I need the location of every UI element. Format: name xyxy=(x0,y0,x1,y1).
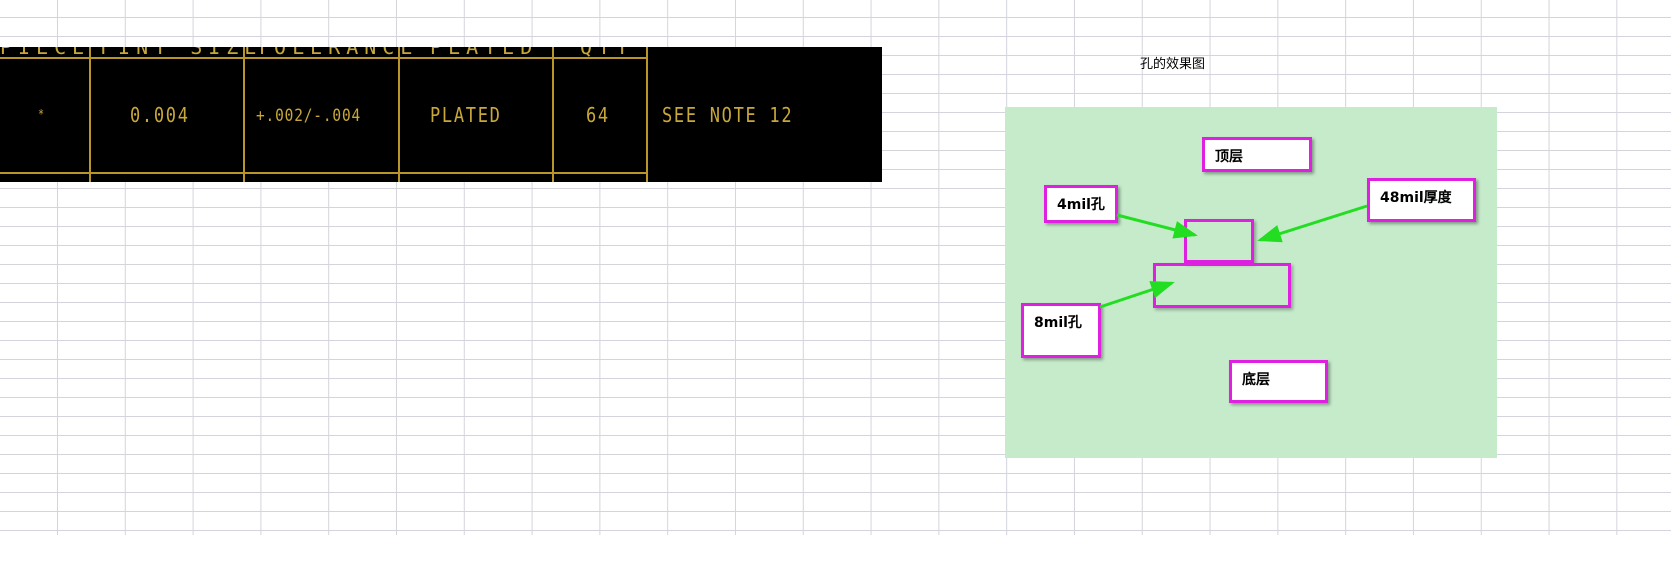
drill-size: 0.004 xyxy=(130,103,190,127)
drill-table-image: PIECE FINT SIZE TOLERANCE PLATED QTY * 0… xyxy=(0,47,882,182)
label-8mil-hole[interactable]: 8mil孔 xyxy=(1021,303,1101,358)
header-cut: TOLERANCE xyxy=(256,47,419,59)
drill-symbol: * xyxy=(38,107,46,121)
label-4mil-hole[interactable]: 4mil孔 xyxy=(1044,185,1118,223)
diagram-title: 孔的效果图 xyxy=(1140,57,1206,72)
table-line xyxy=(243,47,245,182)
hole-4mil-shape[interactable] xyxy=(1184,219,1254,263)
table-line xyxy=(398,47,400,182)
arrow-thickness[interactable] xyxy=(1257,204,1368,243)
header-cut: PLATED xyxy=(430,47,539,59)
table-line xyxy=(89,47,91,182)
table-line xyxy=(0,172,646,174)
header-cut: FINT SIZE xyxy=(100,47,263,59)
table-line xyxy=(646,47,648,182)
drill-qty: 64 xyxy=(586,103,610,127)
label-top-layer[interactable]: 顶层 xyxy=(1202,137,1312,172)
header-cut: QTY xyxy=(580,47,635,59)
label-bottom-layer[interactable]: 底层 xyxy=(1229,360,1328,403)
table-line xyxy=(552,47,554,182)
header-cut: PIECE xyxy=(0,47,91,59)
arrow-8mil[interactable] xyxy=(1099,281,1175,309)
label-thickness[interactable]: 48mil厚度 xyxy=(1367,178,1476,222)
drill-tolerance: +.002/-.004 xyxy=(256,106,362,126)
drill-plated: PLATED xyxy=(430,103,502,127)
arrow-4mil[interactable] xyxy=(1116,213,1198,239)
drill-note: SEE NOTE 12 xyxy=(662,103,794,127)
table-line xyxy=(0,57,646,59)
